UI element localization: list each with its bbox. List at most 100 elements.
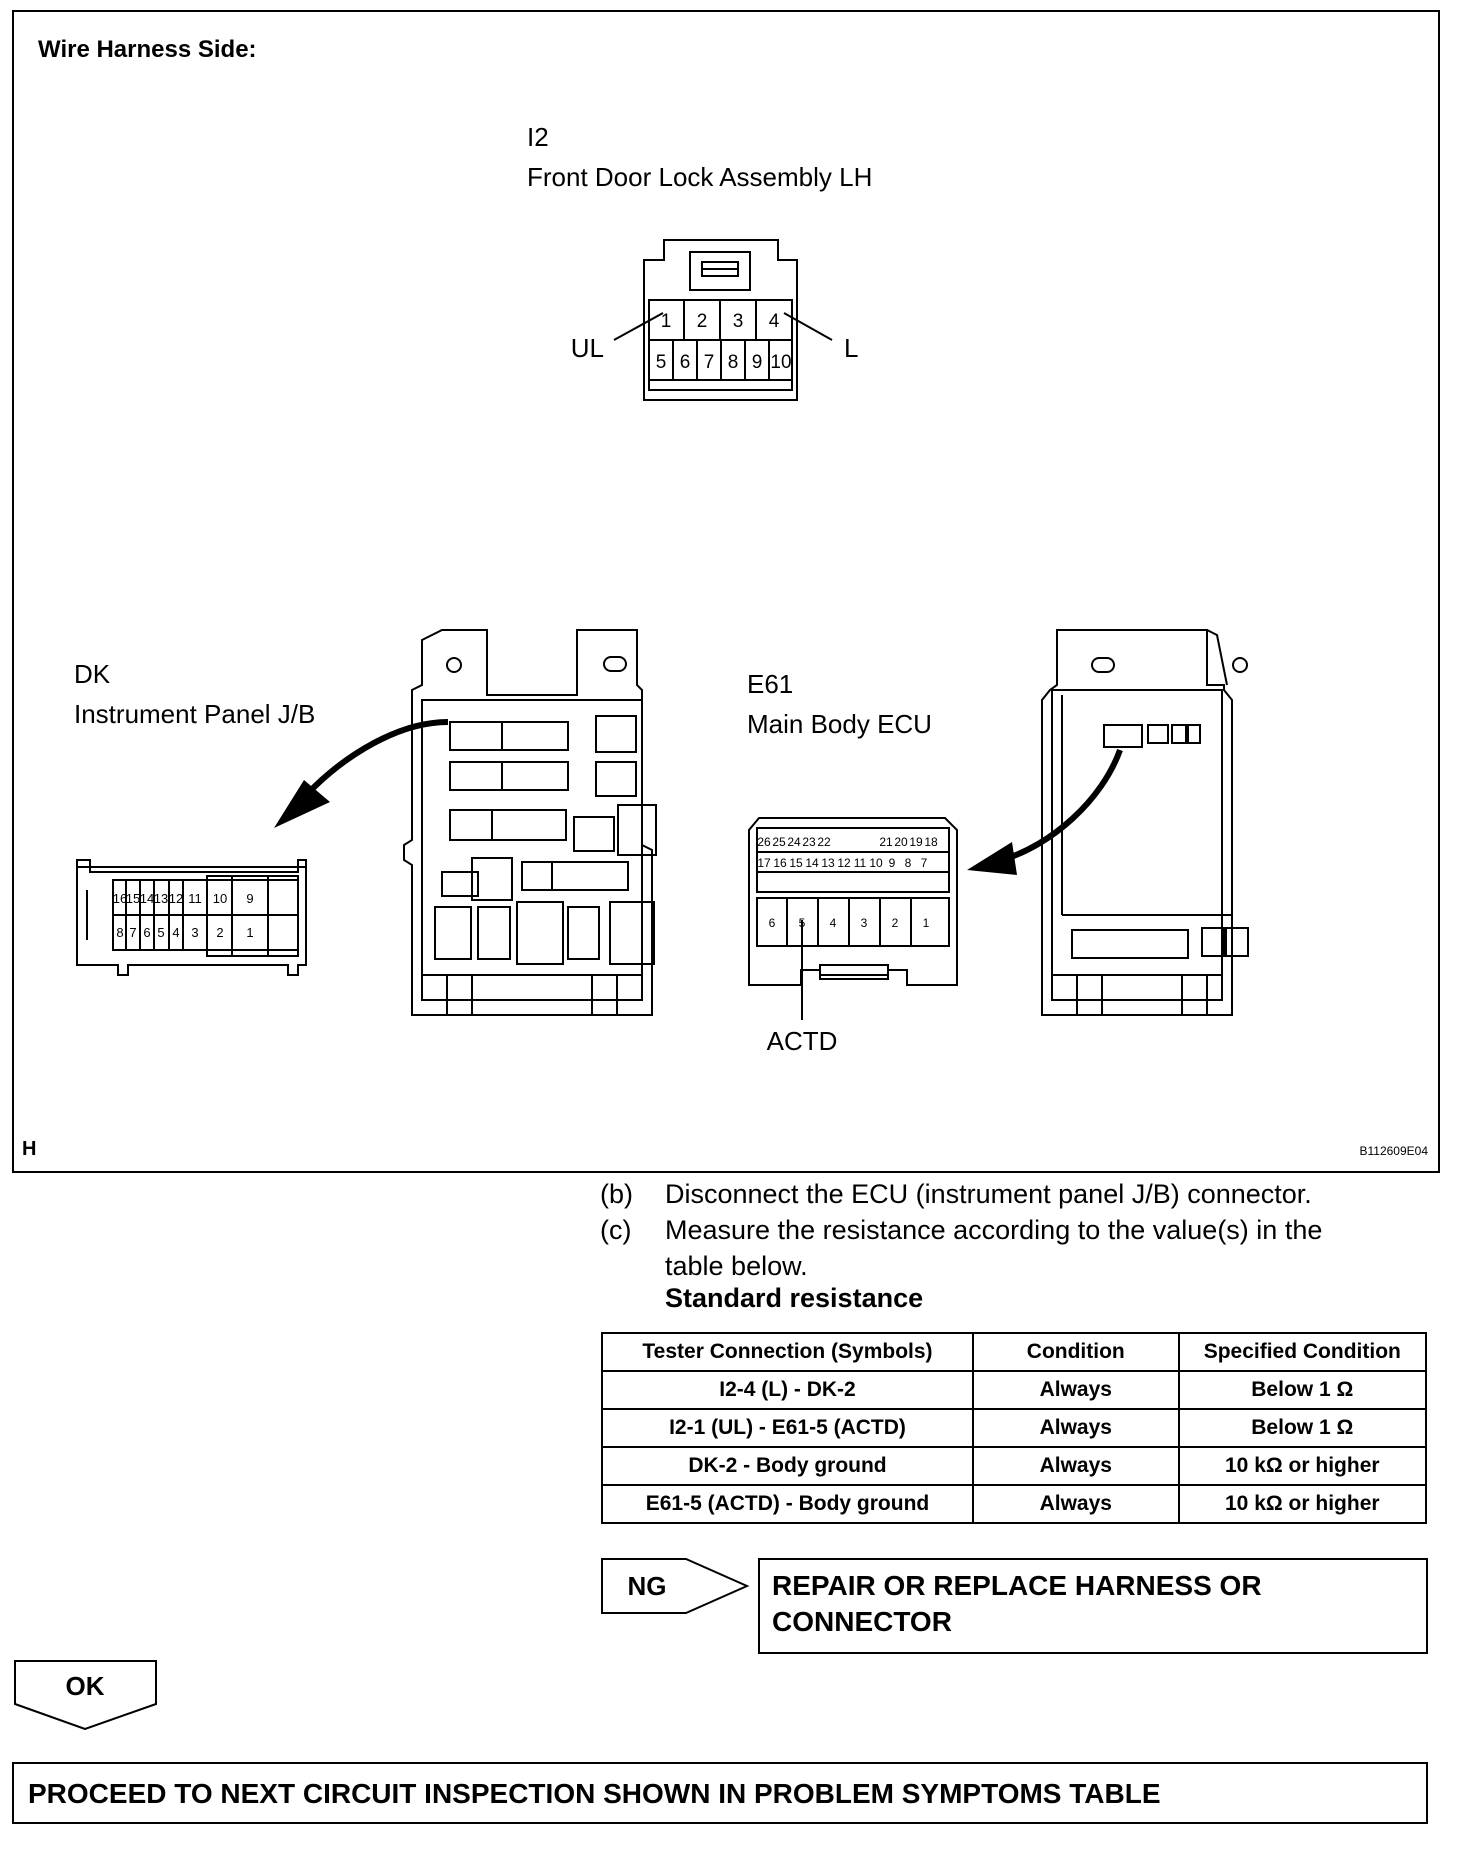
pin-number: 16 [773,856,787,870]
pin-number: 21 [879,835,893,849]
table-cell: Below 1 Ω [1177,1408,1428,1448]
pin-number: 14 [140,891,154,906]
pin-number: 1 [661,311,672,332]
pin-number: 23 [802,835,816,849]
pin-number: 10 [869,856,883,870]
table-header-cell: Condition [971,1332,1180,1372]
figure-heading: Wire Harness Side: [38,36,257,63]
connector-e61-drawing [748,817,958,1020]
table-cell: 10 kΩ or higher [1177,1484,1428,1524]
table-row: E61-5 (ACTD) - Body ground Always 10 kΩ … [601,1484,1428,1524]
table-title: Standard resistance [665,1283,924,1313]
ok-arrow: OK [14,1660,157,1730]
arrow-to-dk [299,719,449,802]
step-text: Disconnect the ECU (instrument panel J/B… [665,1179,1312,1209]
i2-callout-ul: UL [571,333,604,363]
table-cell: I2-4 (L) - DK-2 [601,1370,974,1410]
pin-number: 5 [799,916,806,930]
e61-callout-actd: ACTD [767,1026,838,1056]
step-letter: (c) [600,1215,632,1245]
pin-number: 8 [905,856,912,870]
ng-label: NG [628,1571,667,1601]
arrow-head-e61 [967,842,1017,875]
table-cell: E61-5 (ACTD) - Body ground [601,1484,974,1524]
e61-name: Main Body ECU [747,709,932,739]
pin-number: 22 [817,835,831,849]
pin-number: 4 [769,311,780,332]
pin-number: 12 [837,856,851,870]
ng-action-line: REPAIR OR REPLACE HARNESS OR [772,1570,1262,1601]
table-cell: Below 1 Ω [1177,1370,1428,1410]
step-letter: (b) [600,1179,633,1209]
ng-action-box: REPAIR OR REPLACE HARNESS OR CONNECTOR [758,1558,1428,1654]
pin-number: 11 [854,856,867,870]
pin-number: 3 [733,311,744,332]
pin-number: 6 [143,925,150,940]
pin-number: 13 [821,856,835,870]
pin-number: 8 [728,352,739,373]
table-row: DK-2 - Body ground Always 10 kΩ or highe… [601,1446,1428,1486]
pin-number: 4 [172,925,179,940]
pin-number: 9 [889,856,896,870]
pin-number: 7 [921,856,928,870]
pin-number: 2 [892,916,899,930]
table-cell: I2-1 (UL) - E61-5 (ACTD) [601,1408,974,1448]
dk-name: Instrument Panel J/B [74,699,315,729]
pin-number: 5 [656,352,667,373]
pin-number: 25 [772,835,786,849]
table-header-row: Tester Connection (Symbols) Condition Sp… [601,1332,1428,1372]
pin-number: 7 [704,352,715,373]
pin-number: 16 [113,891,127,906]
arrow-to-e61 [1001,748,1123,863]
pin-number: 17 [757,856,771,870]
table-header-cell: Tester Connection (Symbols) [601,1332,974,1372]
table-cell: Always [971,1484,1180,1524]
ok-label: OK [66,1671,105,1701]
i2-code: I2 [527,122,549,152]
pin-number: 15 [126,891,140,906]
table-row: I2-1 (UL) - E61-5 (ACTD) Always Below 1 … [601,1408,1428,1448]
pin-number: 8 [116,925,123,940]
instrument-panel-jb-drawing [403,629,657,1016]
arrow-head-dk [274,780,330,828]
e61-code: E61 [747,669,793,699]
pin-number: 20 [894,835,908,849]
pin-number: 2 [697,311,708,332]
pin-number: 26 [757,835,771,849]
figure-code: B112609E04 [1359,1144,1428,1158]
pin-number: 3 [191,925,198,940]
pin-number: 10 [213,891,227,906]
pin-number: 11 [188,891,202,906]
pin-number: 6 [769,916,776,930]
pin-number: 9 [752,352,763,373]
pin-number: 14 [805,856,819,870]
figure-corner-letter: H [22,1138,36,1160]
pin-number: 13 [154,891,168,906]
i2-name: Front Door Lock Assembly LH [527,162,872,192]
pin-number: 19 [909,835,923,849]
step-text: Measure the resistance according to the … [665,1215,1323,1281]
table-row: I2-4 (L) - DK-2 Always Below 1 Ω [601,1370,1428,1410]
table-cell: Always [971,1370,1180,1410]
figure-frame [12,10,1440,1173]
connector-i2-drawing [613,239,833,401]
pin-number: 15 [789,856,803,870]
pin-number: 1 [923,916,930,930]
pin-number: 24 [787,835,801,849]
i2-callout-l: L [844,333,858,363]
resistance-table: Tester Connection (Symbols) Condition Sp… [601,1332,1428,1524]
pin-number: 3 [861,916,868,930]
procedure-steps: (b) Disconnect the ECU (instrument panel… [600,1176,1420,1288]
table-cell: DK-2 - Body ground [601,1446,974,1486]
table-header-cell: Specified Condition [1177,1332,1428,1372]
pin-number: 7 [129,925,136,940]
pin-number: 18 [924,835,938,849]
table-cell: Always [971,1446,1180,1486]
pin-number: 12 [169,891,183,906]
wiring-diagram: Wire Harness Side: H B112609E04 I2 Front… [22,36,1428,1160]
pin-number: 2 [216,925,223,940]
ng-action-line: CONNECTOR [772,1606,952,1637]
